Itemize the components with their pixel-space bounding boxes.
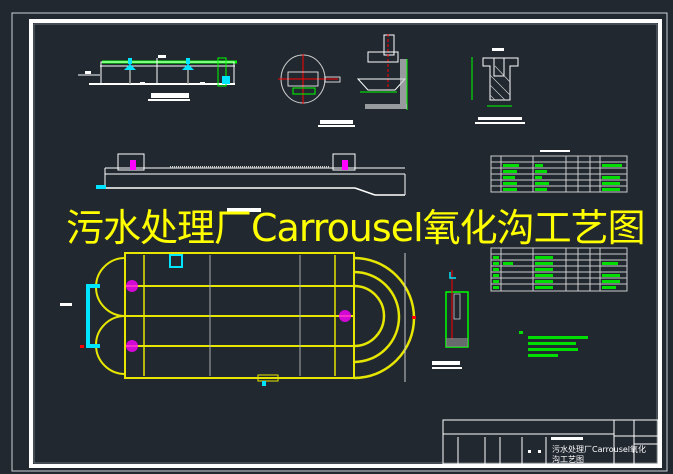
aerator-plan-view [278,54,341,104]
weir-detail-view [432,270,469,369]
drawing-frame [11,12,668,472]
notes-block [519,331,588,357]
oxidation-ditch-plan [95,252,416,380]
wall-detail-view [471,48,525,124]
aerator-section-view [318,34,408,127]
title-block-drawing-name-line1: 污水处理厂Carrousel氧化 [552,445,647,454]
ditch-equipment [60,253,416,386]
equipment-table-1 [490,150,628,193]
equipment-table-2 [490,247,628,292]
drawing-title: 污水处理厂Carrousel氧化沟工艺图 [66,206,646,250]
longitudinal-section-view [96,153,406,212]
section-view-a [78,55,237,101]
title-block-drawing-name-line2: 沟工艺图 [552,455,584,464]
title-block [442,419,659,465]
